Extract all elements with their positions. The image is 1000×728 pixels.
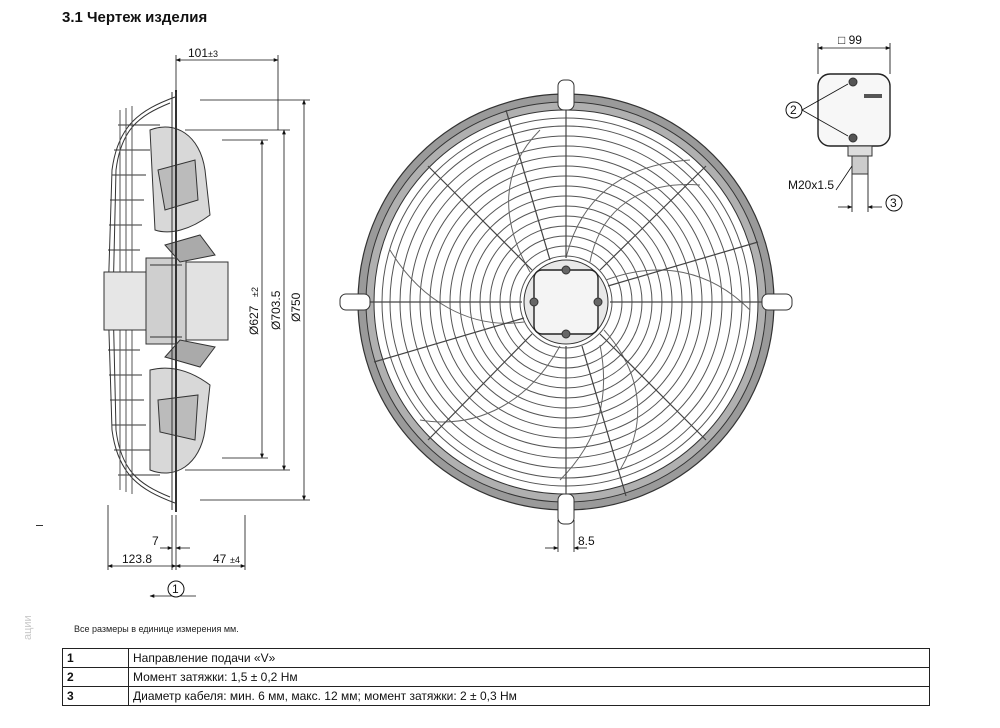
legend-text: Направление подачи «V»: [128, 648, 930, 668]
front-view-dimensions: [545, 520, 587, 552]
dim-width-123: 123.8: [122, 552, 152, 566]
fan-technical-drawing: 101 ±3 Ø627 ±2 Ø703.5 Ø750 7 123.8 47 ±4…: [103, 33, 903, 598]
legend-text: Момент затяжки: 1,5 ± 0,2 Нм: [128, 667, 930, 687]
dim-cable-gland: M20x1.5: [788, 178, 834, 192]
callout-2: 2: [790, 103, 797, 117]
terminal-box-detail: [801, 43, 891, 212]
hub-terminal-box: [533, 269, 599, 335]
legend-number: 3: [62, 686, 129, 706]
legend-table: 1 Направление подачи «V» 2 Момент затяжк…: [62, 648, 930, 706]
mounting-brackets: [339, 79, 793, 525]
section-title: 3.1 Чертеж изделия: [62, 9, 208, 26]
guard-spokes: [345, 88, 786, 516]
dim-dia-mid: Ø703.5: [269, 290, 283, 330]
side-view: [103, 90, 229, 512]
legend-row: 2 Момент затяжки: 1,5 ± 0,2 Нм: [62, 667, 930, 687]
callout-circle-2: [785, 101, 803, 119]
callout-3: 3: [890, 196, 897, 210]
front-view: [339, 79, 793, 525]
legend-number: 1: [62, 648, 129, 668]
callout-circle-3: [885, 194, 903, 212]
edge-mark: [36, 525, 43, 526]
dim-depth-top-tol: ±3: [208, 49, 218, 59]
dim-dia-inner: Ø627: [247, 305, 261, 335]
callout-1: 1: [172, 582, 179, 596]
motor-assembly: [103, 234, 229, 368]
callout-circle-1: [167, 580, 185, 598]
legend-text: Диаметр кабеля: мин. 6 мм, макс. 12 мм; …: [128, 686, 930, 706]
side-margin-text: ации: [22, 615, 34, 640]
dim-depth-top: 101: [188, 46, 208, 60]
legend-row: 1 Направление подачи «V»: [62, 648, 930, 668]
side-view-dimensions: [107, 55, 310, 598]
dim-dia-outer: Ø750: [289, 292, 303, 322]
dim-bracket-8-5: 8.5: [578, 534, 595, 548]
dim-width-47-tol: ±4: [230, 555, 240, 565]
fan-blades-side: [149, 126, 211, 474]
dim-offset-7: 7: [152, 534, 159, 548]
dim-width-47: 47: [213, 552, 227, 566]
dim-dia-inner-tol: ±2: [250, 287, 260, 297]
legend-number: 2: [62, 667, 129, 687]
dim-box-99: □ 99: [838, 33, 862, 47]
legend-row: 3 Диаметр кабеля: мин. 6 мм, макс. 12 мм…: [62, 686, 930, 706]
units-note: Все размеры в единице измерения мм.: [74, 624, 239, 634]
